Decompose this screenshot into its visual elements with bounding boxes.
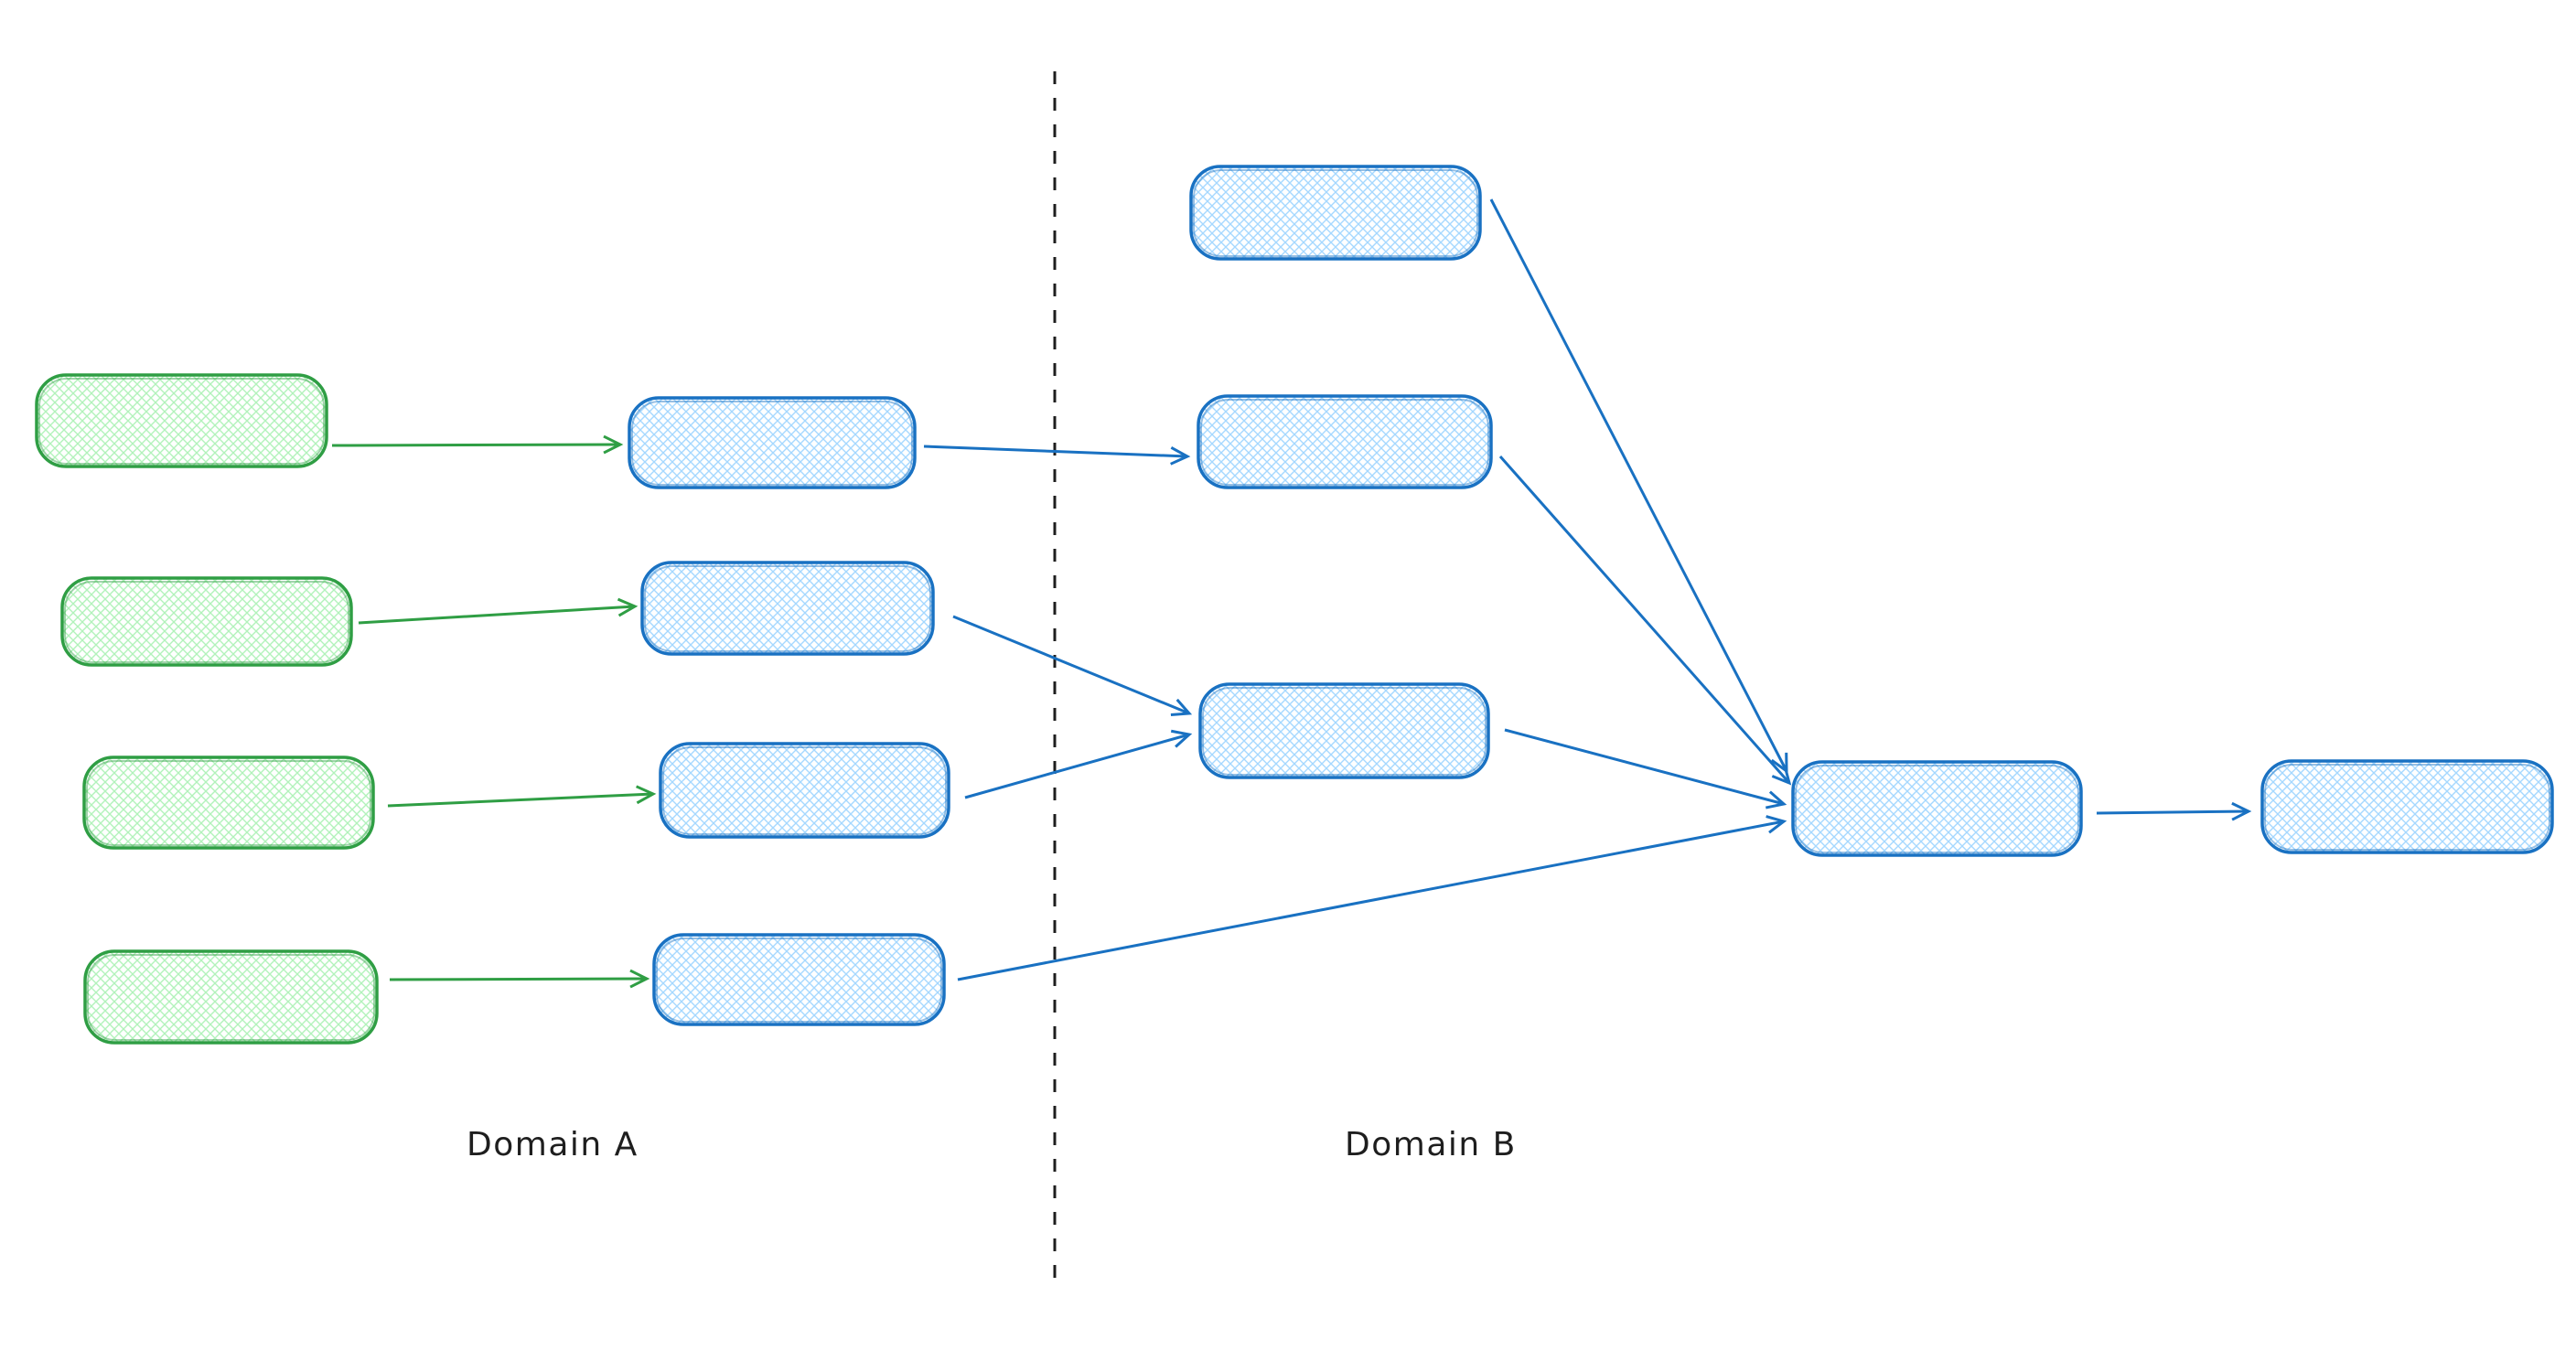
edge-a-stage-1-to-b-upper bbox=[923, 445, 1191, 466]
node-b-hub bbox=[1791, 760, 2083, 857]
edge-a-stage-2-to-b-middle bbox=[952, 615, 1193, 716]
domain-b-label: Domain B bbox=[1345, 1126, 1517, 1163]
edge-b-top-to-b-hub bbox=[1489, 198, 1788, 774]
edge-b-middle-to-b-hub bbox=[1504, 728, 1787, 809]
node-a-stage-1 bbox=[628, 396, 917, 489]
domain-a-label: Domain A bbox=[467, 1126, 639, 1163]
node-b-middle bbox=[1198, 682, 1490, 779]
node-a-source-1 bbox=[35, 373, 328, 468]
edge-a-stage-4-to-b-hub bbox=[957, 815, 1787, 981]
edge-a-source-4-to-a-stage-4 bbox=[389, 969, 650, 989]
node-a-source-2 bbox=[60, 576, 353, 667]
node-a-stage-4 bbox=[652, 933, 946, 1026]
node-a-source-3 bbox=[82, 756, 375, 850]
node-b-upper bbox=[1197, 394, 1493, 489]
node-a-stage-3 bbox=[659, 742, 950, 839]
edge-b-upper-to-b-hub bbox=[1498, 456, 1792, 786]
node-a-source-4 bbox=[83, 949, 379, 1045]
edge-b-hub-to-b-output bbox=[2096, 801, 2252, 821]
edge-a-stage-3-to-b-middle bbox=[964, 729, 1193, 799]
node-a-stage-2 bbox=[640, 561, 935, 656]
node-b-output bbox=[2260, 759, 2554, 854]
node-b-top bbox=[1189, 165, 1482, 261]
edge-a-source-3-to-a-stage-3 bbox=[387, 785, 657, 808]
edge-a-source-2-to-a-stage-2 bbox=[358, 597, 639, 625]
